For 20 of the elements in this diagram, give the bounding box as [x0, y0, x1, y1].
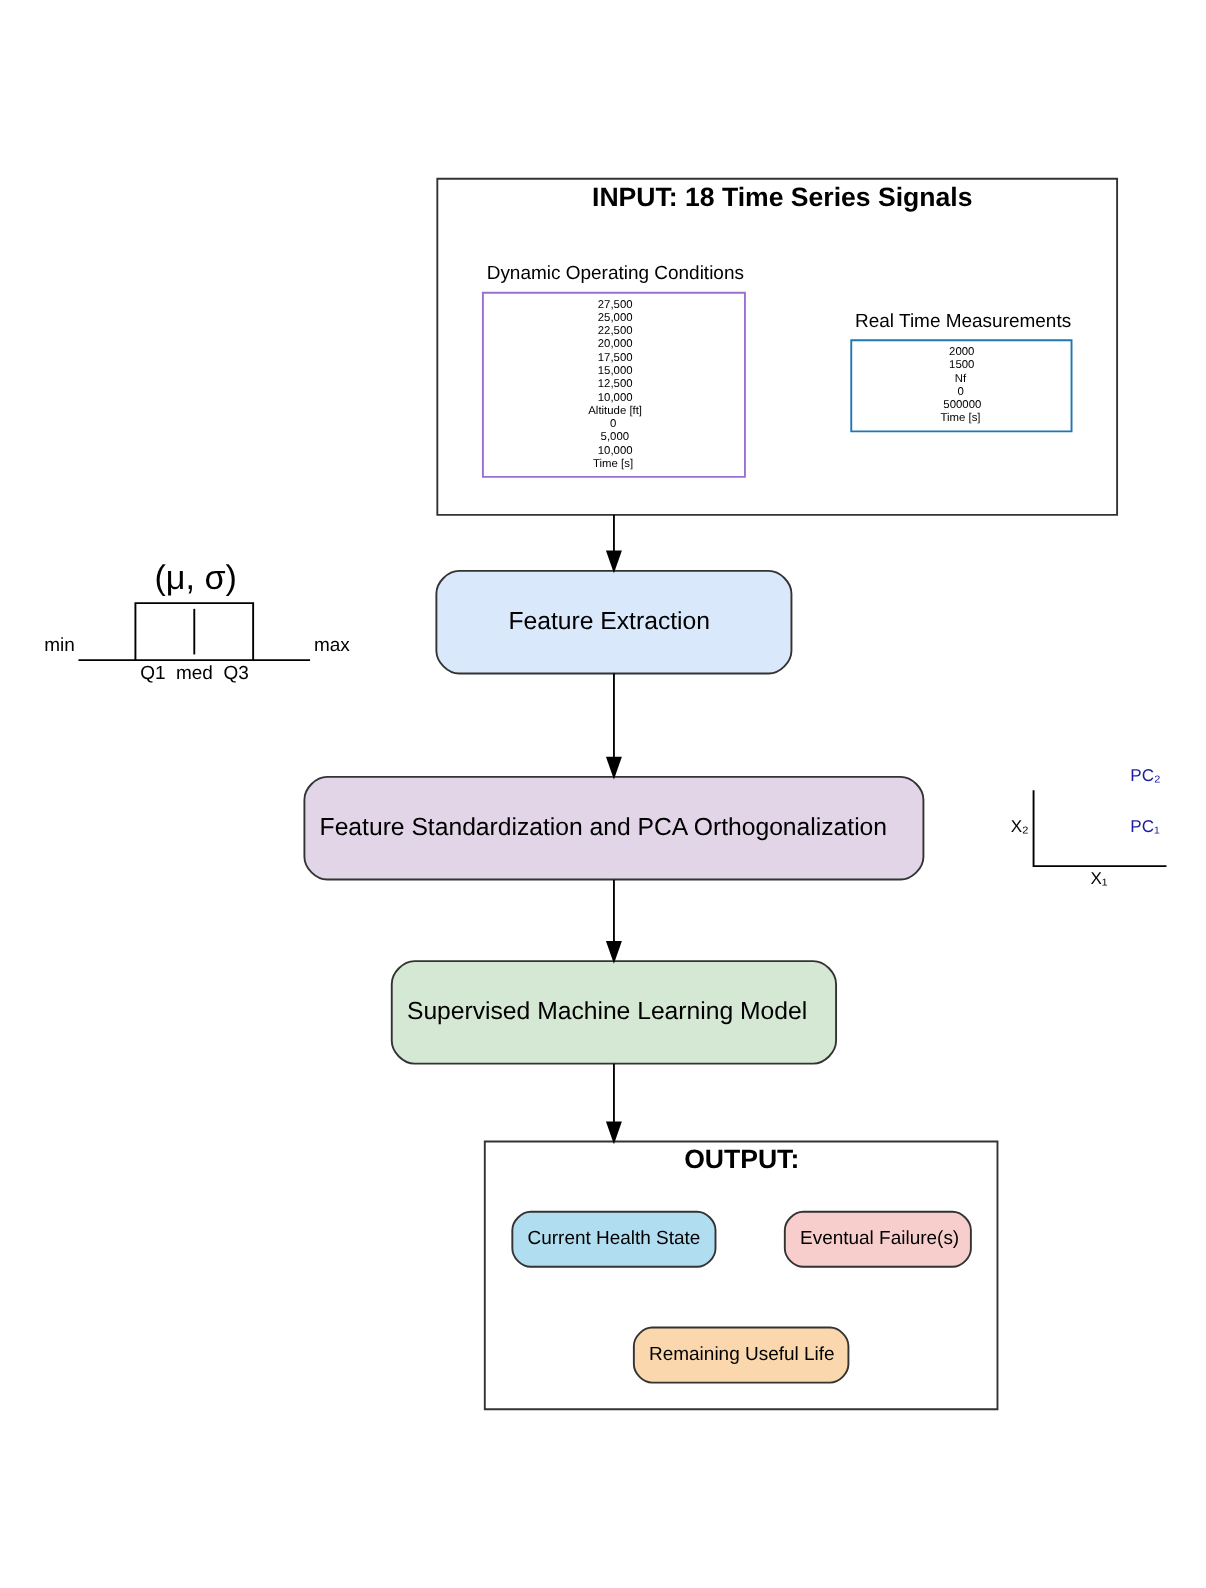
node-box: Eventual Failure(s)	[783, 1210, 972, 1268]
label: X₁	[1090, 867, 1108, 888]
label: max	[313, 634, 350, 657]
node-box: Feature Extraction	[435, 569, 793, 675]
node-box: Current Health State	[511, 1210, 717, 1268]
label: min	[44, 634, 75, 657]
label: PC₁	[1130, 816, 1160, 837]
node-label: Real Time Measurements	[855, 310, 1072, 333]
arrow	[605, 513, 622, 574]
node-box: Remaining Useful Life	[632, 1326, 850, 1384]
arrow	[605, 672, 622, 780]
label: X₂	[1010, 816, 1029, 837]
label: (μ, σ)	[154, 558, 237, 597]
node-label: Dynamic Operating Conditions	[486, 263, 744, 286]
arrow	[605, 878, 622, 964]
label: PC₂	[1130, 765, 1161, 786]
label: Q1 med Q3	[140, 663, 249, 686]
node-box: Supervised Machine Learning Model	[390, 960, 838, 1065]
node-box: Feature Standardization and PCA Orthogonalization	[303, 775, 925, 881]
arrow	[605, 1062, 622, 1145]
